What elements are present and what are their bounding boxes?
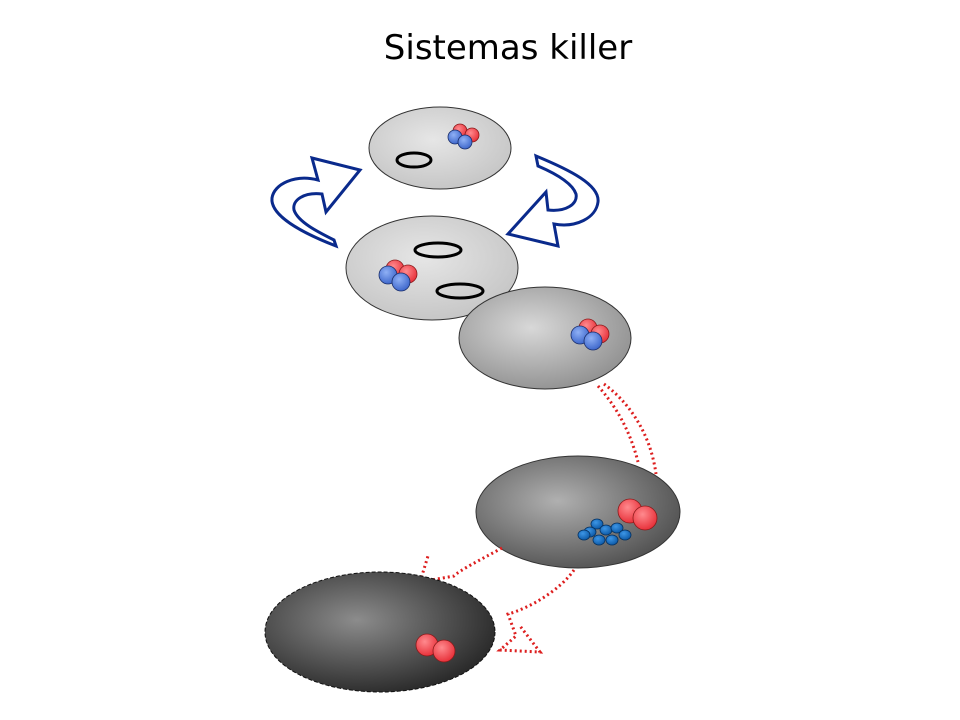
toxin-antitoxin-complex — [378, 259, 418, 292]
toxin-antitoxin-complex — [447, 123, 480, 150]
cycle-arrow-left — [270, 155, 363, 249]
toxin-antitoxin-complex — [570, 318, 610, 351]
cycle-arrow-right — [505, 153, 600, 248]
death-arrow — [417, 546, 576, 654]
degraded-antitoxin-fragments — [577, 518, 632, 546]
plasmid — [435, 282, 485, 300]
degradation-arrow — [596, 382, 658, 475]
plasmid — [395, 151, 433, 169]
cell-with-plasmid-top — [368, 106, 512, 190]
cell-dead — [264, 571, 496, 693]
cell-antitoxin-degraded — [475, 455, 681, 569]
cell-plasmid-lost — [458, 286, 632, 390]
cell-dividing — [345, 215, 519, 321]
page-title: Sistemas killer — [383, 28, 633, 68]
free-toxin — [415, 633, 456, 663]
free-toxin — [617, 498, 658, 531]
plasmid — [413, 241, 463, 259]
